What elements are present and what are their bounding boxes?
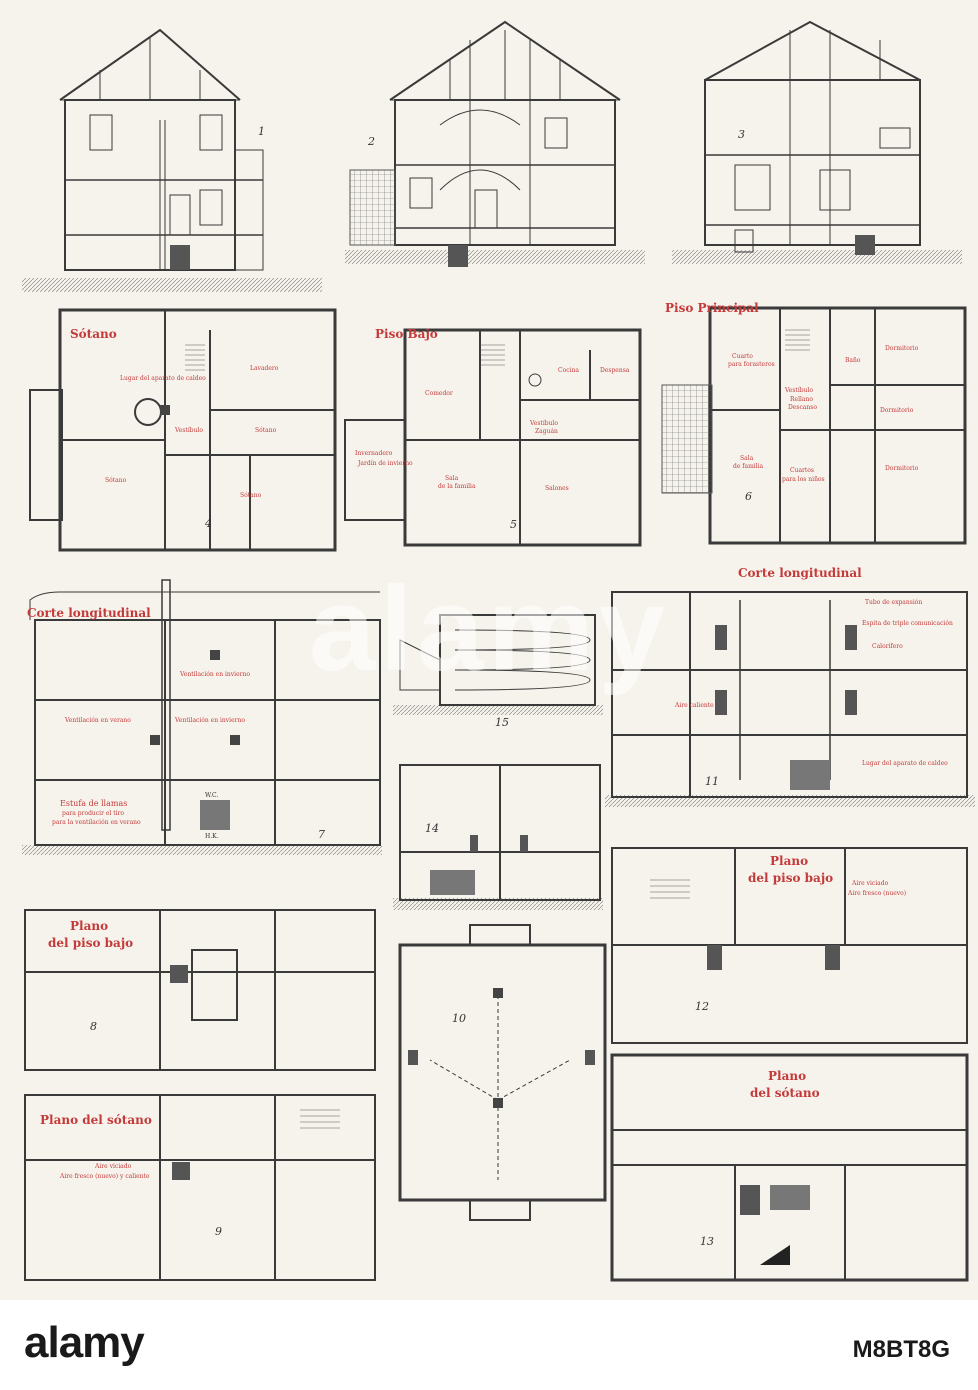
title-plano-sotano-right-2: del sótano [750, 1086, 820, 1100]
room-cocina: Cocina [558, 367, 579, 374]
room-lavadero: Lavadero [250, 365, 279, 372]
annot-aire-caliente: Aire caliente [674, 702, 714, 709]
annot-aire-fresco-9: Aire fresco (nuevo) y caliente [59, 1173, 150, 1180]
svg-text:5: 5 [510, 518, 517, 531]
section-15: 15 [393, 614, 603, 729]
annot-estufa-2: para producir el tiro [62, 810, 124, 817]
title-sotano: Sótano [70, 327, 117, 341]
svg-text:10: 10 [452, 1012, 466, 1025]
room-cuarto: Cuarto [732, 353, 753, 360]
alamy-logo: alamy [24, 1318, 145, 1367]
title-plano-sotano-left: Plano del sótano [40, 1113, 152, 1127]
title-plano-piso-bajo-left-2: del piso bajo [48, 936, 133, 950]
annot-estufa-1: Estufa de llamas [60, 799, 127, 808]
stock-footer [0, 1300, 978, 1390]
room-descanso: Descanso [788, 404, 817, 411]
annot-lugar-aparato-11: Lugar del aparato de caldeo [862, 760, 948, 767]
svg-text:12: 12 [695, 1000, 709, 1013]
architectural-plate: 1 2 3 [0, 0, 978, 1300]
annot-aire-viciado-9: Aire viciado [94, 1163, 132, 1170]
svg-text:8: 8 [90, 1020, 97, 1033]
room-salones: Salones [545, 485, 569, 492]
room-sala-pp-sub: de familia [733, 463, 764, 470]
section-2: 2 [345, 20, 645, 267]
label-lugar-aparato: Lugar del aparato de caldeo [120, 375, 206, 382]
image-id: M8BT8G [852, 1336, 950, 1363]
room-dormitorio-1: Dormitorio [885, 345, 919, 352]
section-1: 1 [22, 28, 322, 292]
title-piso-principal: Piso Principal [665, 301, 759, 315]
room-vestibulo-pp: Vestíbulo [784, 387, 813, 394]
plan-13: Plano del sótano 13 [610, 1053, 969, 1282]
room-vestibulo: Vestíbulo [529, 420, 558, 427]
room-invernadero: Invernadero [355, 450, 393, 457]
svg-text:15: 15 [495, 716, 509, 729]
room-vestibulo-sotano: Vestíbulo [174, 427, 203, 434]
annot-vent-verano: Ventilación en verano [64, 717, 131, 724]
svg-text:4: 4 [204, 517, 212, 530]
title-corte-longitudinal-left: Corte longitudinal [27, 606, 151, 620]
svg-text:2: 2 [367, 135, 375, 148]
section-11: Corte longitudinal Tubo de expansión Esp… [605, 566, 975, 807]
annot-vent-invierno-1: Ventilación en invierno [179, 671, 250, 678]
annot-tubo-expansion: Tubo de expansión [865, 599, 922, 606]
room-sotano-c: Sótano [240, 492, 262, 499]
svg-text:13: 13 [700, 1235, 714, 1248]
title-corte-longitudinal-right: Corte longitudinal [738, 566, 862, 580]
section-3: 3 [672, 20, 962, 264]
title-plano-piso-bajo-right-1: Plano [770, 854, 808, 868]
room-sotano-b: Sótano [105, 477, 127, 484]
svg-text:3: 3 [738, 128, 745, 141]
svg-text:1: 1 [258, 125, 265, 138]
room-sala-familia-sub: de la familia [438, 483, 476, 490]
svg-text:9: 9 [215, 1225, 222, 1238]
plan-4-sotano: Sótano Lavadero Lugar del aparato de cal… [29, 308, 337, 552]
annot-espita: Espita de triple comunicación [862, 620, 953, 627]
title-plano-piso-bajo-left-1: Plano [70, 919, 108, 933]
title-plano-piso-bajo-right-2: del piso bajo [748, 871, 833, 885]
room-sotano-a: Sótano [255, 427, 277, 434]
svg-text:6: 6 [745, 490, 752, 503]
section-7: Corte longitudinal Ventilación en invier… [22, 579, 382, 855]
annot-vent-invierno-2: Ventilación en invierno [174, 717, 245, 724]
room-despensa: Despensa [600, 367, 630, 374]
svg-text:14: 14 [425, 822, 439, 835]
annot-estufa-3: para la ventilación en verano [52, 819, 141, 826]
room-rellano: Rellano [790, 396, 813, 403]
room-bano: Baño [845, 357, 861, 364]
plan-9: Plano del sótano Aire viciado Aire fresc… [24, 1094, 376, 1281]
room-cuarto-sub: para forasteros [728, 361, 775, 368]
annot-calorifero: Calorífero [872, 643, 903, 650]
section-14: 14 [393, 764, 603, 910]
room-cuartos-ninos-sub: para los niños [782, 476, 825, 483]
plan-6-piso-principal: Piso Principal Cuarto para forasteros Ba… [661, 301, 967, 545]
plan-5-piso-bajo: Piso Bajo Comedor Cocina Despensa Vestíb… [344, 327, 642, 547]
annot-aire-fresco-12: Aire fresco (nuevo) [847, 890, 906, 897]
room-dormitorio-2: Dormitorio [880, 407, 914, 414]
annot-aire-viciado-12: Aire viciado [851, 880, 889, 887]
room-sala-familia: Sala [445, 475, 459, 482]
annot-wc: W.C. [205, 792, 218, 799]
room-dormitorio-3: Dormitorio [885, 465, 919, 472]
annot-hk: H.K. [205, 833, 219, 840]
title-piso-bajo: Piso Bajo [375, 327, 438, 341]
room-zaguan: Zaguán [535, 428, 558, 435]
room-sala-pp: Sala [740, 455, 754, 462]
plan-10: 10 [398, 924, 607, 1221]
svg-text:11: 11 [705, 775, 719, 788]
svg-text:7: 7 [318, 828, 325, 841]
plate-drawing: 1 2 3 [22, 20, 975, 1282]
plan-12: Plano del piso bajo Aire viciado Aire fr… [611, 847, 968, 1044]
room-comedor: Comedor [425, 390, 453, 397]
title-plano-sotano-right-1: Plano [768, 1069, 806, 1083]
room-jardin: Jardín de invierno [357, 460, 413, 467]
room-cuartos-ninos: Cuartos [790, 467, 814, 474]
plan-8: Plano del piso bajo 8 [24, 909, 376, 1071]
